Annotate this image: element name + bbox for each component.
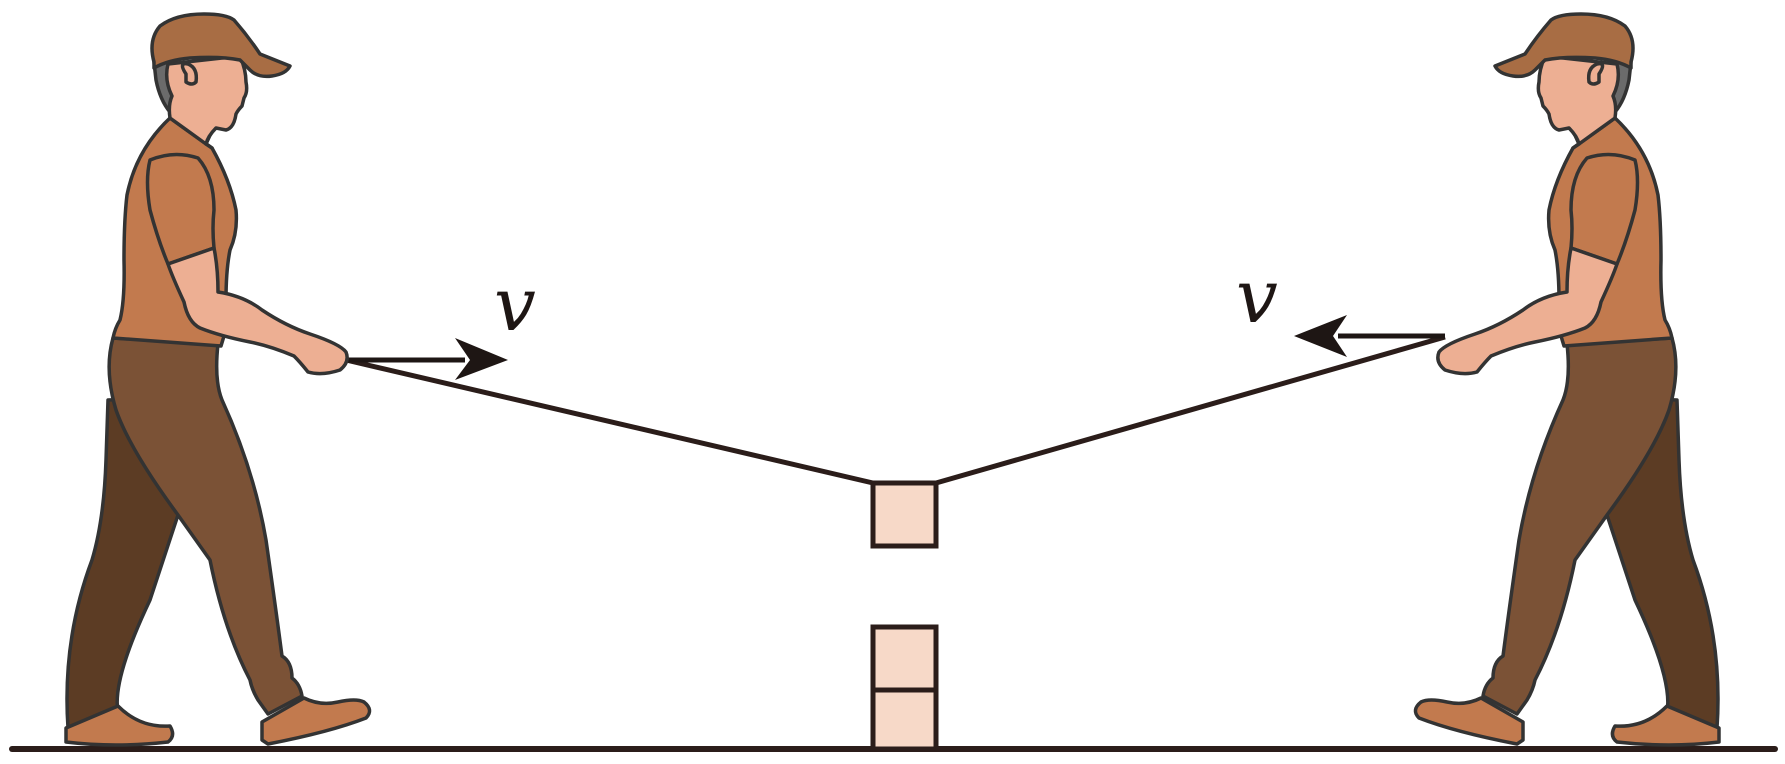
ground-block-bottom xyxy=(870,687,939,752)
left-person-arm xyxy=(166,246,349,376)
right-velocity-arrow xyxy=(1294,315,1445,357)
left-velocity-label: v xyxy=(494,262,536,348)
left-person xyxy=(64,12,372,747)
block-stack xyxy=(870,624,939,752)
right-rope xyxy=(935,334,1446,486)
left-person-sleeve xyxy=(145,152,216,266)
hanging-block xyxy=(870,480,939,549)
left-person-front-shoe xyxy=(260,696,372,746)
right-person xyxy=(1413,12,1721,747)
left-person-ear xyxy=(180,61,199,86)
left-person-front-leg xyxy=(107,336,304,716)
left-rope xyxy=(345,357,874,486)
left-velocity-arrow xyxy=(346,338,508,380)
right-velocity-label: v xyxy=(1236,254,1278,340)
left-person-cap xyxy=(150,12,292,79)
left-person-back-shoe xyxy=(64,704,175,747)
ground-block-top xyxy=(870,624,939,693)
